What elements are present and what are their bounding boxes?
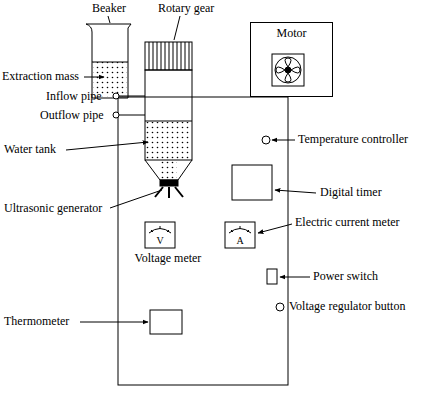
meter-symbol: V [156,235,163,246]
part-label: Rotary gear [158,2,214,15]
part-label: Power switch [313,270,378,283]
box-title: Motor [251,23,332,40]
part-label: Voltage regulator button [289,300,405,313]
part-label: Water tank [4,143,56,156]
part-label: Voltage meter [135,252,202,265]
part-label: Ultrasonic generator [4,202,102,215]
part-label: Extraction mass [2,70,79,83]
meter-symbol: A [236,235,243,246]
motor-box: Motor [250,22,333,97]
part-label: Temperature controller [298,133,408,146]
part-label: Inflow pipe [46,90,102,103]
part-label: Electric current meter [295,216,400,229]
part-label: Thermometer [4,315,69,328]
part-label: Digital timer [320,186,382,199]
part-label: Outflow pipe [40,109,104,122]
part-label: Beaker [92,2,126,15]
